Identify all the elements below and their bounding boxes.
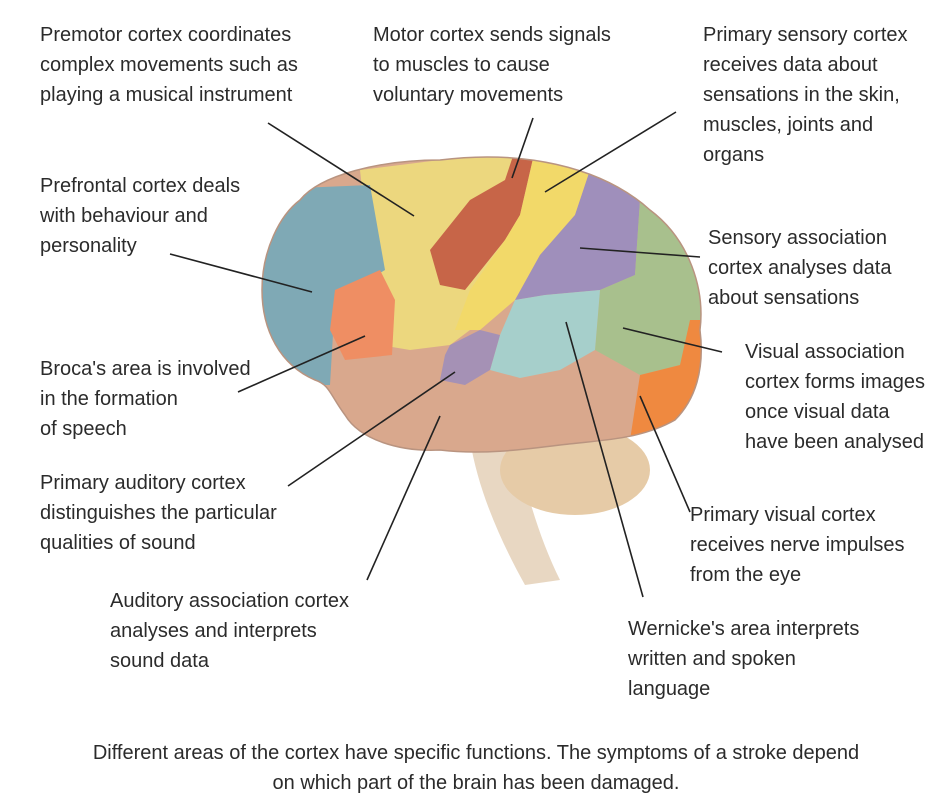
figure-caption: Different areas of the cortex have speci… <box>20 738 932 798</box>
label-primary-sensory-line: receives data about <box>703 54 878 76</box>
label-primary-visual-line: Primary visual cortex <box>690 504 876 526</box>
label-visual-association-line: have been analysed <box>745 431 925 453</box>
leader-sensory-association <box>579 247 701 258</box>
label-auditory-association-line: Auditory association cortex <box>110 590 350 612</box>
leader-primary-visual <box>639 395 691 513</box>
label-motor-line: to muscles to cause <box>373 54 550 76</box>
label-primary-visual-line: receives nerve impulses <box>690 534 905 556</box>
label-primary-sensory-line: organs <box>703 144 765 166</box>
figure-caption-line: on which part of the brain has been dama… <box>272 772 680 794</box>
label-prefrontal-line: with behaviour and <box>40 205 208 227</box>
broca-region <box>330 270 395 360</box>
label-visual-association: Visual association cortex forms images o… <box>745 337 925 457</box>
leader-primary-sensory <box>544 111 677 193</box>
label-primary-visual-line: from the eye <box>690 564 802 586</box>
sensory-association-region <box>515 170 640 300</box>
label-motor: Motor cortex sends signals to muscles to… <box>373 20 611 110</box>
leader-motor <box>511 117 534 179</box>
label-broca-line: in the formation <box>40 388 178 410</box>
leader-primary-auditory <box>287 371 456 487</box>
leader-wernicke <box>565 321 644 598</box>
label-primary-sensory: Primary sensory cortex receives data abo… <box>703 20 908 170</box>
label-premotor-line: Premotor cortex coordinates <box>40 24 292 46</box>
leader-lines <box>169 111 723 598</box>
label-auditory-association-line: analyses and interprets <box>110 620 317 642</box>
label-sensory-association-line: about sensations <box>708 287 860 309</box>
label-sensory-association-line: Sensory association <box>708 227 887 249</box>
label-primary-auditory-line: qualities of sound <box>40 532 196 554</box>
label-prefrontal: Prefrontal cortex deals with behaviour a… <box>40 171 240 261</box>
wernicke-region <box>490 290 600 378</box>
label-primary-visual: Primary visual cortex receives nerve imp… <box>690 500 905 590</box>
label-prefrontal-line: personality <box>40 235 137 257</box>
leader-auditory-association <box>366 415 441 581</box>
label-primary-auditory: Primary auditory cortex distinguishes th… <box>40 468 277 558</box>
label-premotor-line: playing a musical instrument <box>40 84 293 106</box>
leader-premotor <box>267 122 415 217</box>
label-visual-association-line: cortex forms images <box>745 371 926 393</box>
figure-caption-line: Different areas of the cortex have speci… <box>92 742 860 764</box>
label-visual-association-line: once visual data <box>745 401 890 423</box>
label-primary-sensory-line: Primary sensory cortex <box>703 24 908 46</box>
label-broca-line: Broca's area is involved <box>40 358 251 380</box>
label-premotor-line: complex movements such as <box>40 54 298 76</box>
prefrontal-region <box>262 185 385 385</box>
label-premotor: Premotor cortex coordinates complex move… <box>40 20 298 110</box>
motor-region <box>430 157 535 290</box>
label-broca-line: of speech <box>40 418 127 440</box>
label-motor-line: voluntary movements <box>373 84 564 106</box>
label-primary-sensory-line: muscles, joints and <box>703 114 874 136</box>
label-primary-sensory-line: sensations in the skin, <box>703 84 900 106</box>
label-primary-auditory-line: distinguishes the particular <box>40 502 277 524</box>
label-auditory-association-line: sound data <box>110 650 209 672</box>
label-wernicke-line: language <box>628 678 711 700</box>
auditory-region <box>440 330 500 385</box>
label-sensory-association: Sensory association cortex analyses data… <box>708 223 891 313</box>
label-primary-auditory-line: Primary auditory cortex <box>40 472 246 494</box>
label-wernicke-line: Wernicke's area interprets <box>628 618 860 640</box>
label-wernicke-line: written and spoken <box>628 648 796 670</box>
label-sensory-association-line: cortex analyses data <box>708 257 892 279</box>
primary-sensory-region <box>455 157 590 330</box>
leader-prefrontal <box>169 253 313 293</box>
leader-visual-association <box>622 327 723 353</box>
label-motor-line: Motor cortex sends signals <box>373 24 611 46</box>
leader-broca <box>237 335 366 393</box>
brainstem <box>470 440 560 585</box>
label-prefrontal-line: Prefrontal cortex deals <box>40 175 241 197</box>
label-auditory-association: Auditory association cortex analyses and… <box>110 586 349 676</box>
label-visual-association-line: Visual association <box>745 341 905 363</box>
label-wernicke: Wernicke's area interprets written and s… <box>628 614 859 704</box>
label-broca: Broca's area is involved in the formatio… <box>40 354 251 444</box>
